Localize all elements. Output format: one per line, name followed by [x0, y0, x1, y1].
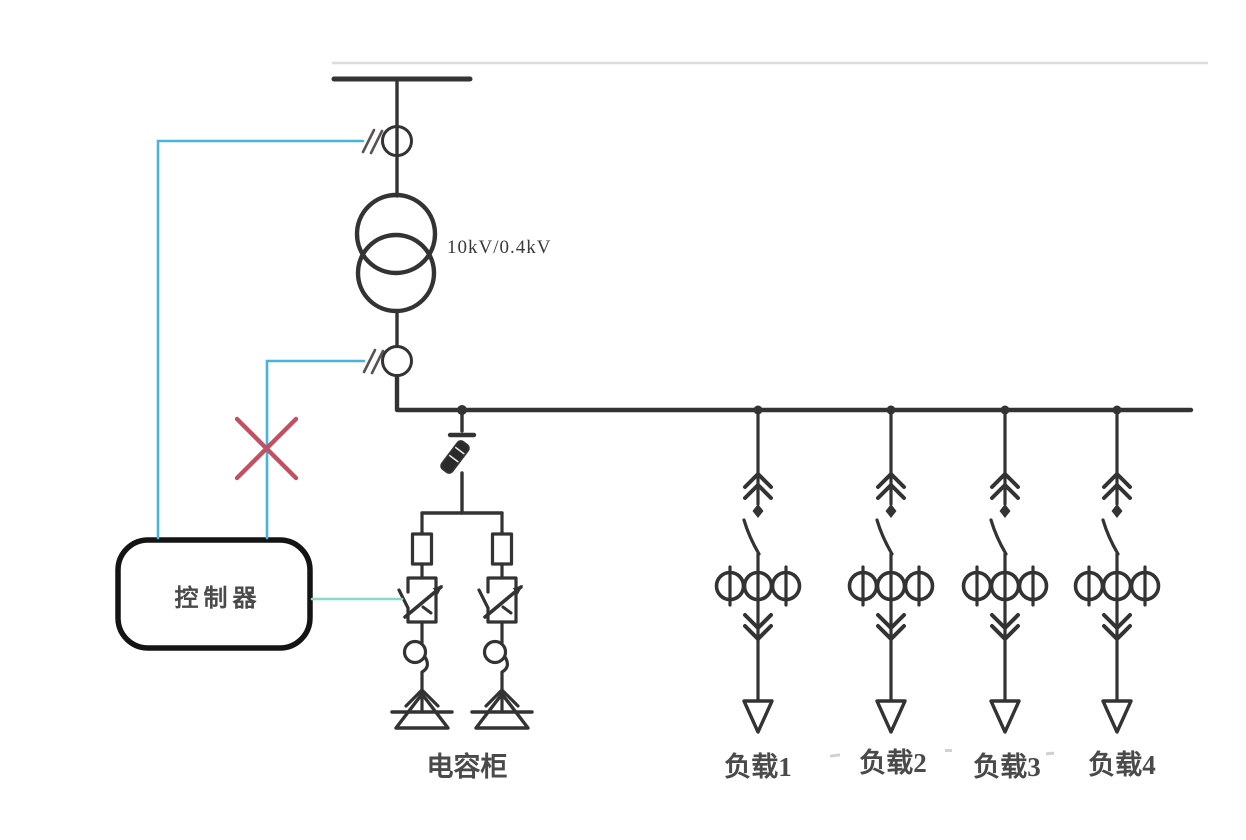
current-transformer-secondary-icon	[362, 345, 413, 377]
scan-artifact-specks	[829, 749, 1055, 758]
load-branch-4	[1073, 408, 1161, 734]
controller-label: 控制器	[175, 584, 262, 612]
load-2-label: 负载2	[859, 748, 927, 778]
capacitor-feeder	[420, 408, 504, 515]
current-transformer-primary-icon	[361, 125, 413, 157]
load-branch-1	[714, 408, 802, 734]
load-3-label: 负载3	[973, 752, 1041, 782]
capacitor-branch-2	[470, 511, 534, 730]
transformer-icon	[354, 192, 438, 314]
load-branch-3	[961, 408, 1049, 734]
load-branch-2	[847, 408, 935, 734]
controller-box	[115, 537, 313, 651]
capacitor-cabinet-label: 电容柜	[427, 751, 508, 782]
transformer-ratio-label: 10kV/0.4kV	[447, 237, 551, 258]
ct-signal-wires	[156, 139, 366, 540]
capacitor-branch-1	[390, 511, 454, 730]
lv-riser-and-busbar	[394, 309, 1194, 413]
load-4-label: 负载4	[1088, 750, 1156, 780]
load-1-label: 负载1	[724, 752, 792, 782]
fault-x-mark	[234, 416, 299, 481]
fuse-switch-blade-icon	[440, 440, 470, 474]
